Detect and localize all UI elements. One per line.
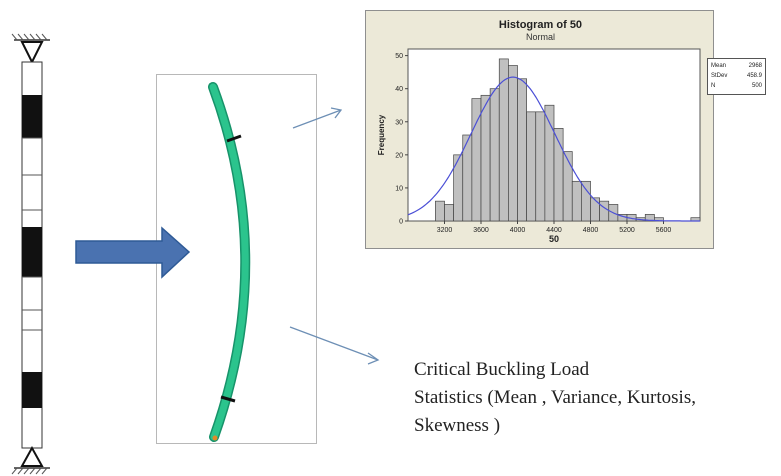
histogram-bar [535,111,546,222]
stat-row-stdev: StDev 458.9 [711,71,762,81]
stat-label: N [711,83,716,89]
x-tick-label: 3200 [437,227,453,234]
pointer-arrow-to-caption [289,326,380,365]
pointer-arrow-to-histogram [292,107,343,129]
rod-marker-bottom [220,395,236,403]
histogram-bar [517,78,527,222]
histogram-bar [571,180,582,222]
x-tick-label: 3600 [473,227,489,234]
y-tick-label: 50 [395,53,403,60]
histogram-bar [590,197,600,222]
stat-row-mean: Mean 2968 [711,61,762,71]
segmented-column [21,61,43,449]
y-tick-label: 0 [399,219,403,226]
column-diagram [11,33,50,475]
caption-line-1: Critical Buckling Load [414,359,590,380]
buckled-rod-drawing [208,82,251,442]
chart-subtitle: Normal [525,32,555,42]
y-tick-label: 30 [395,119,403,126]
normal-fit-curve [407,76,700,222]
top-support [11,33,50,65]
x-tick-label: 4400 [546,227,562,234]
x-tick-label: 5600 [656,227,672,234]
chart-title: Histogram of 50 [498,19,583,31]
histogram-bar [480,94,491,222]
bottom-support [11,445,50,475]
y-tick-label: 20 [395,152,403,159]
stat-row-n: N 500 [711,81,762,91]
x-axis-label: 50 [549,234,559,244]
y-tick-label: 40 [395,86,403,93]
histogram-bar [489,88,500,222]
histogram-bar [562,151,573,222]
rod-end-point [212,435,218,441]
rod-marker-top [226,134,242,143]
stat-value: 2968 [748,63,762,69]
x-tick-label: 4800 [583,227,599,234]
histogram-panel: Histogram of 50 Normal 3200 3600 4000 4400 4… [365,10,766,249]
big-right-arrow [75,226,191,279]
stat-label: Mean [711,63,727,69]
stat-value: 458.9 [746,73,762,79]
histogram-bar [435,200,445,222]
caption-line-3: Skewness ) [414,415,501,436]
histogram-bar [599,200,610,222]
x-tick-label: 4000 [510,227,526,234]
x-tick-label: 5200 [619,227,635,234]
y-axis-label: Frequency [377,114,386,155]
buckled-rod [209,83,249,441]
stats-legend: Mean 2968 StDev 458.9 N 500 [707,58,766,95]
histogram-bar [444,204,454,222]
stat-label: StDev [711,73,728,79]
histogram-bar [581,180,591,222]
y-tick-label: 10 [395,185,403,192]
buckled-rod-panel [156,74,317,444]
stat-value: 500 [751,83,762,89]
histogram-bar [508,65,518,222]
caption: Critical Buckling Load Statistics (Mean … [414,356,781,440]
histogram-bar [526,111,537,222]
caption-line-2: Statistics (Mean , Variance, Kurtosis, [414,387,696,408]
